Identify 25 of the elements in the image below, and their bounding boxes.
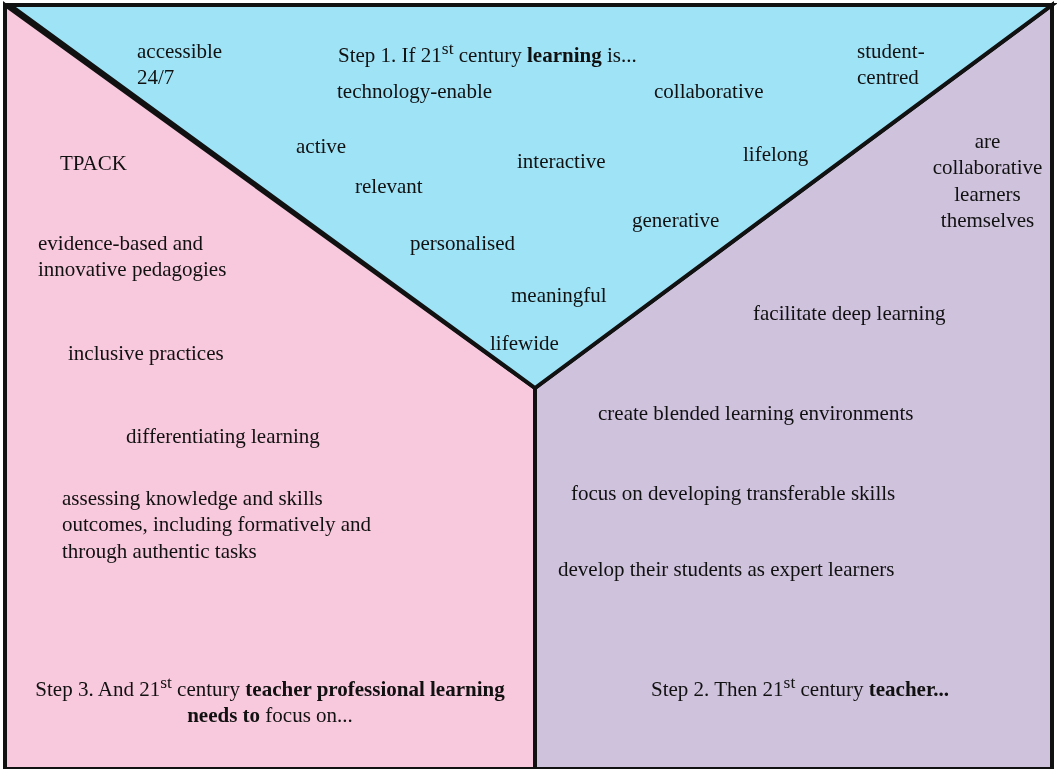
keyword-text: are collaborative learners themselves bbox=[931, 128, 1044, 233]
keyword-text: meaningful bbox=[511, 282, 607, 309]
keyword-text: differentiating learning bbox=[126, 423, 320, 450]
keyword-text: interactive bbox=[517, 148, 606, 175]
keyword-text: personalised bbox=[410, 230, 515, 257]
keyword-text: lifelong bbox=[743, 141, 809, 168]
keyword-text: create blended learning environments bbox=[598, 400, 914, 427]
keyword-text: relevant bbox=[355, 173, 423, 200]
keyword-text: develop their students as expert learners bbox=[558, 556, 895, 583]
keyword-text: inclusive practices bbox=[68, 340, 224, 367]
keyword-text: accessible 24/7 bbox=[137, 38, 224, 91]
keyword-text: facilitate deep learning bbox=[753, 300, 946, 327]
step-heading: Step 2. Then 21$^{st}$ century teacher... bbox=[649, 672, 951, 703]
step-heading: Step 1. If 21$^{st}$ century learning is... bbox=[338, 38, 637, 69]
keyword-text: focus on developing transferable skills bbox=[571, 480, 896, 507]
keyword-text: generative bbox=[632, 207, 720, 234]
keyword-text: assessing knowledge and skills outcomes, including formatively and through authentic tasks bbox=[62, 485, 373, 564]
keyword-text: lifewide bbox=[490, 330, 559, 357]
step-heading: Step 3. And 21$^{st}$ century teacher professional learning needs to focus on... bbox=[34, 672, 506, 729]
keyword-text: TPACK bbox=[60, 150, 127, 177]
keyword-text: student-centred bbox=[857, 38, 926, 91]
keyword-text: evidence-based and innovative pedagogies bbox=[38, 230, 228, 283]
keyword-text: collaborative bbox=[654, 78, 764, 105]
keyword-text: technology-enable bbox=[337, 78, 493, 105]
keyword-text: active bbox=[296, 133, 347, 160]
